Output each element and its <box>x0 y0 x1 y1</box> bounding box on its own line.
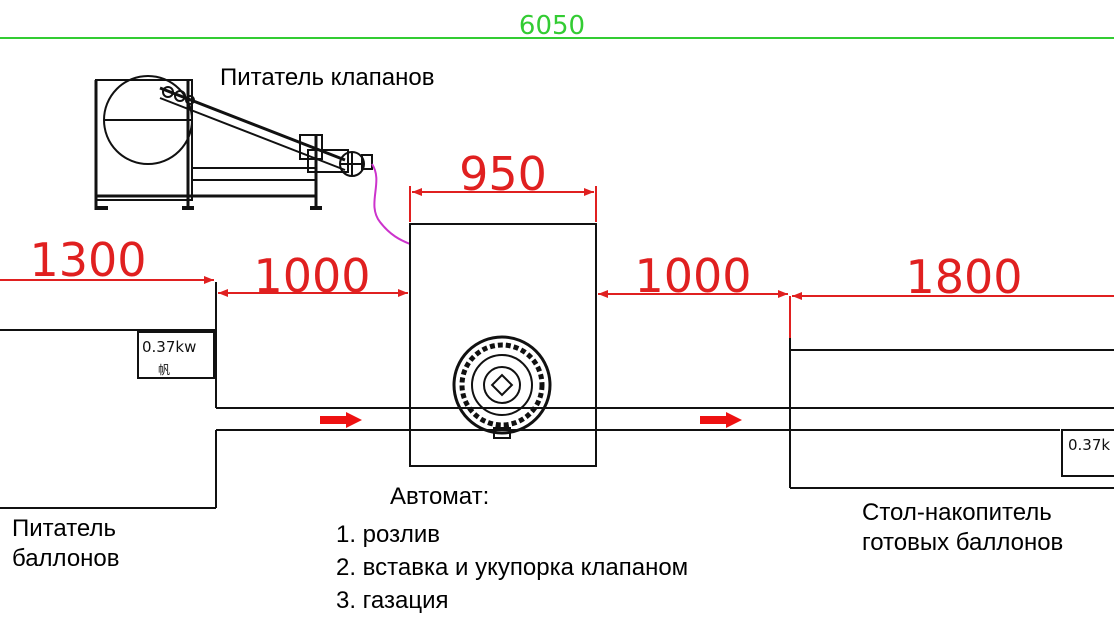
automat-width-value: 950 <box>459 147 547 201</box>
overall-dimension-value: 6050 <box>519 11 585 41</box>
rotary-star-wheel <box>452 335 552 439</box>
cylinder-feeder <box>0 282 217 509</box>
table-length-value: 1800 <box>905 250 1022 304</box>
cylinder-feeder-label-line2: баллонов <box>12 545 120 572</box>
right-gap-value: 1000 <box>634 249 751 303</box>
cylinder-feeder-label: Питатель баллонов <box>12 514 120 574</box>
cylinder-feeder-label-line1: Питатель <box>12 515 116 542</box>
left-motor-power: 0.37kw <box>142 338 196 356</box>
valve-feeder-label: Питатель клапанов <box>220 64 435 91</box>
automat-step: 3. газация <box>336 587 449 614</box>
automat-box <box>409 223 597 467</box>
automat-step: 1. розлив <box>336 521 441 548</box>
accumulation-table-label-line1: Стол-накопитель <box>862 499 1052 526</box>
accumulation-table-label-line2: готовых баллонов <box>862 529 1064 556</box>
automat-step: 2. вставка и укупорка клапаном <box>336 554 689 581</box>
left-gap-value: 1000 <box>253 249 370 303</box>
accumulation-table <box>789 296 1114 489</box>
feeder-length-value: 1300 <box>29 233 146 287</box>
automat-title: Автомат: <box>390 483 490 510</box>
flow-arrow-left <box>320 412 362 428</box>
valve-feeder-machine <box>94 75 373 210</box>
valve-hose <box>371 163 411 245</box>
flow-arrow-right <box>700 412 742 428</box>
automat-steps-list: 1. розлив 2. вставка и укупорка клапаном… <box>336 518 688 617</box>
right-motor-power: 0.37k <box>1068 436 1110 454</box>
left-motor-sub: 帆 <box>158 362 170 377</box>
accumulation-table-label: Стол-накопитель готовых баллонов <box>862 498 1063 558</box>
